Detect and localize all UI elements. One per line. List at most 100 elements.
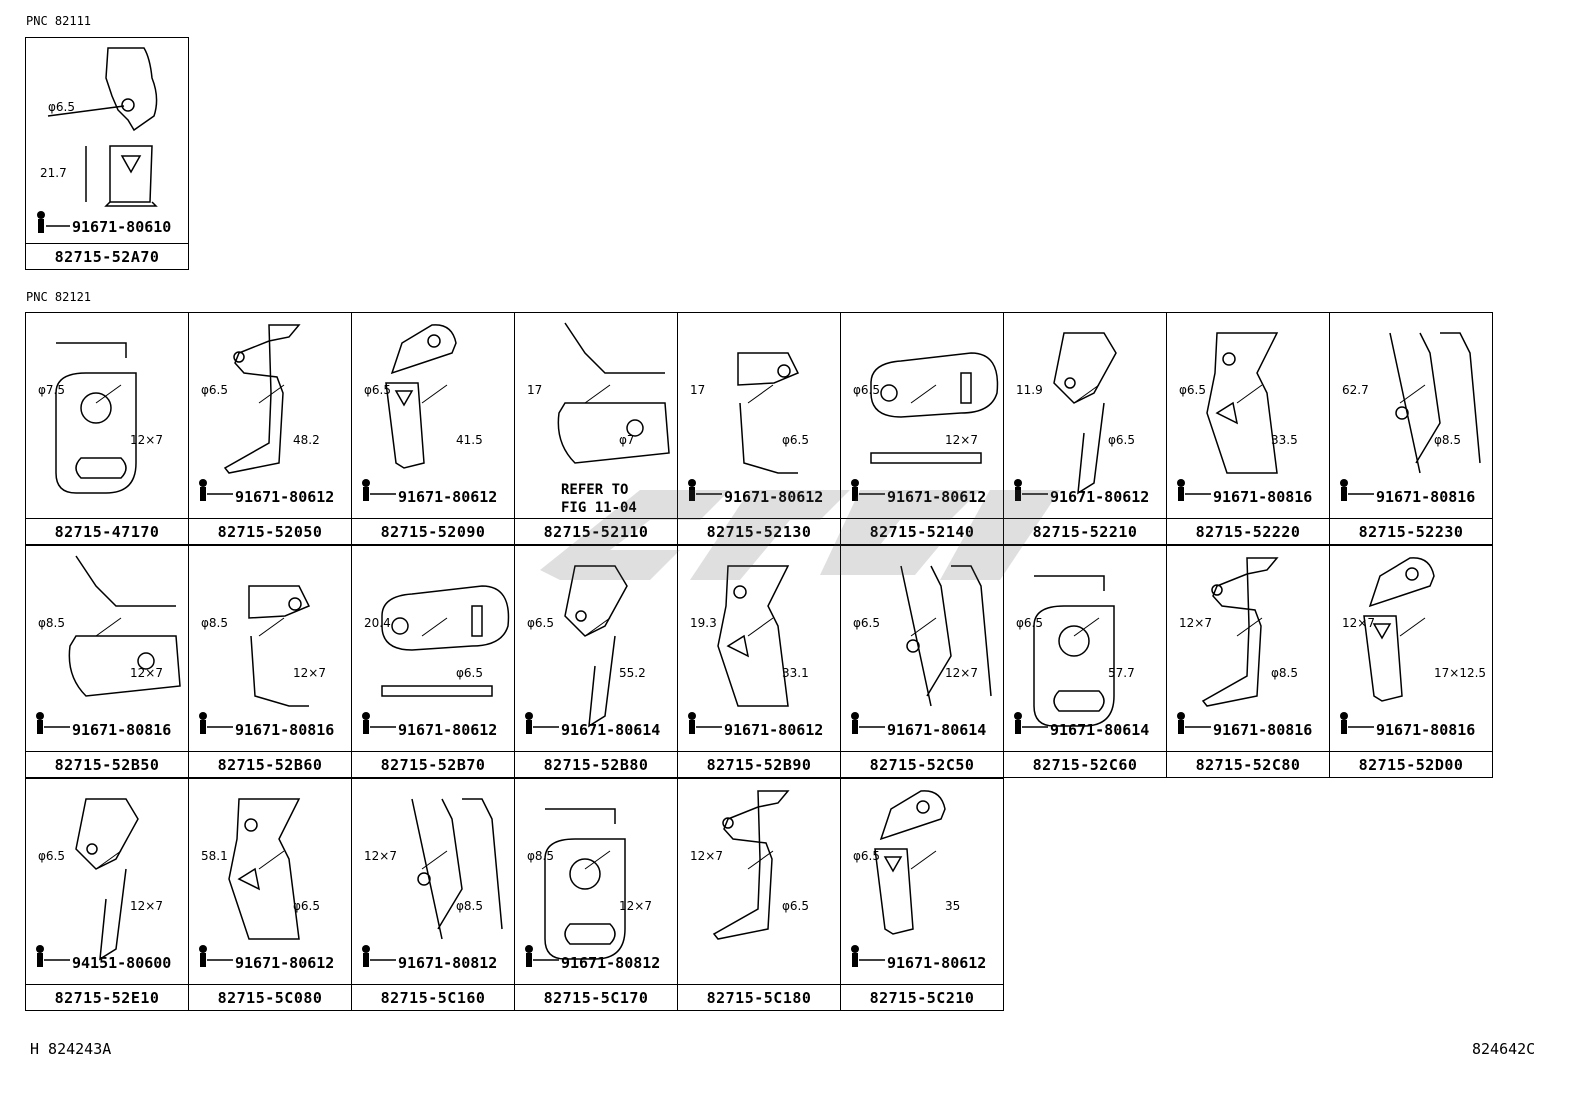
dim-label: 35 xyxy=(945,899,961,913)
bolt-number: 91671-80612 xyxy=(398,721,498,739)
bracket-drawing xyxy=(199,324,301,501)
bolt-number: 91671-80612 xyxy=(724,721,824,739)
dim-label: 62.7 xyxy=(1342,383,1369,397)
dim-label: φ8.5 xyxy=(201,616,228,630)
dim-label: 33.1 xyxy=(782,666,809,680)
dim-label: 12×7 xyxy=(130,433,163,447)
bracket-drawing xyxy=(199,585,311,734)
bolt-number: 91671-80614 xyxy=(1050,721,1150,739)
part-cell: φ6.5 35 91671-80612 82715-5C210 xyxy=(840,778,1004,1011)
dim-label: φ6.5 xyxy=(853,383,880,397)
dim-label: φ6.5 xyxy=(527,616,554,630)
dim-label: 57.7 xyxy=(1108,666,1135,680)
bolt-number: 91671-80612 xyxy=(724,488,824,506)
dim-label: 12×7 xyxy=(1342,616,1375,630)
bracket-drawing xyxy=(362,585,510,734)
dim-label: φ8.5 xyxy=(527,849,554,863)
part-number: 82715-52C60 xyxy=(1004,751,1166,777)
dim-label: φ6.5 xyxy=(1108,433,1135,447)
dim-label: 12×7 xyxy=(945,666,978,680)
dim-label: 19.3 xyxy=(690,616,717,630)
part-cell: φ8.5 12×7 91671-80816 82715-52B50 xyxy=(25,545,189,778)
bracket-drawing xyxy=(36,555,181,734)
dim-label: φ6.5 xyxy=(456,666,483,680)
bracket-drawing xyxy=(851,352,999,501)
dim-label: 58.1 xyxy=(201,849,228,863)
bolt-number: 91671-80612 xyxy=(1050,488,1150,506)
dim-label: φ6.5 xyxy=(38,849,65,863)
dim-label: 21.7 xyxy=(40,166,67,180)
part-number: 82715-52220 xyxy=(1167,518,1329,544)
part-cell: 19.3 33.1 91671-80612 82715-52B90 xyxy=(677,545,841,778)
bolt-number: 91671-80612 xyxy=(235,954,335,972)
bolt-number: 91671-80612 xyxy=(887,954,987,972)
part-number: 82715-5C210 xyxy=(841,984,1003,1010)
reference-note: REFER TO FIG 11-04 xyxy=(561,482,637,516)
bolt-number: 91671-80612 xyxy=(887,488,987,506)
bolt-number: 91671-80816 xyxy=(1213,721,1313,739)
part-number: 82715-5C160 xyxy=(352,984,514,1010)
bracket-drawing xyxy=(851,790,946,967)
dim-label: 12×7 xyxy=(293,666,326,680)
dim-label: φ6.5 xyxy=(48,100,75,114)
bracket-drawing xyxy=(36,798,139,967)
dim-label: 55.2 xyxy=(619,666,646,680)
part-number: 82715-5C080 xyxy=(189,984,351,1010)
pnc-label-top: PNC 82111 xyxy=(26,14,92,28)
dim-label: φ6.5 xyxy=(853,616,880,630)
part-number: 82715-52C50 xyxy=(841,751,1003,777)
part-number: 82715-52090 xyxy=(352,518,514,544)
bolt-number: 91671-80612 xyxy=(235,488,335,506)
dim-label: 17 xyxy=(527,383,543,397)
dim-label: φ7.5 xyxy=(38,383,65,397)
bracket-drawing xyxy=(362,798,503,967)
dim-label: φ6.5 xyxy=(1179,383,1206,397)
bracket-drawing xyxy=(525,808,626,967)
part-cell: φ7.5 12×7 82715-47170 xyxy=(25,312,189,545)
dim-label: φ6.5 xyxy=(1016,616,1043,630)
pnc-label-main: PNC 82121 xyxy=(26,290,92,304)
part-number: 82715-47170 xyxy=(26,518,188,544)
bracket-drawing xyxy=(1014,332,1117,501)
bracket-drawing xyxy=(1177,557,1279,734)
part-number: 82715-52B80 xyxy=(515,751,677,777)
part-number: 82715-52A70 xyxy=(26,243,188,270)
footer-code-right: 824642C xyxy=(1472,1040,1536,1058)
bracket-drawing xyxy=(1177,332,1279,501)
part-number: 82715-5C180 xyxy=(678,984,840,1010)
part-number: 82715-52E10 xyxy=(26,984,188,1010)
dim-label: 12×7 xyxy=(690,849,723,863)
dim-label: φ8.5 xyxy=(38,616,65,630)
bracket-drawing xyxy=(712,790,790,940)
dim-label: 20.4 xyxy=(364,616,391,630)
part-number: 82715-52D00 xyxy=(1330,751,1492,777)
bolt-number: 91671-80610 xyxy=(72,218,172,236)
dim-label: 17 xyxy=(690,383,706,397)
dim-label: 11.9 xyxy=(1016,383,1043,397)
bolt-number: 91671-80816 xyxy=(72,721,172,739)
part-cell: φ6.5 12×7 91671-80614 82715-52C50 xyxy=(840,545,1004,778)
bolt-number: 91671-80614 xyxy=(887,721,987,739)
part-number: 82715-52B90 xyxy=(678,751,840,777)
part-number: 82715-52B50 xyxy=(26,751,188,777)
bolt-number: 91671-80812 xyxy=(398,954,498,972)
bracket-drawing xyxy=(1340,557,1435,734)
dim-label: φ6.5 xyxy=(853,849,880,863)
footer-code-left: H 824243A xyxy=(30,1040,112,1058)
part-number: 82715-52230 xyxy=(1330,518,1492,544)
dim-label: 41.5 xyxy=(456,433,483,447)
part-number: 82715-52130 xyxy=(678,518,840,544)
bolt-number: 91671-80612 xyxy=(398,488,498,506)
bracket-drawing xyxy=(362,324,457,501)
dim-label: 12×7 xyxy=(130,666,163,680)
